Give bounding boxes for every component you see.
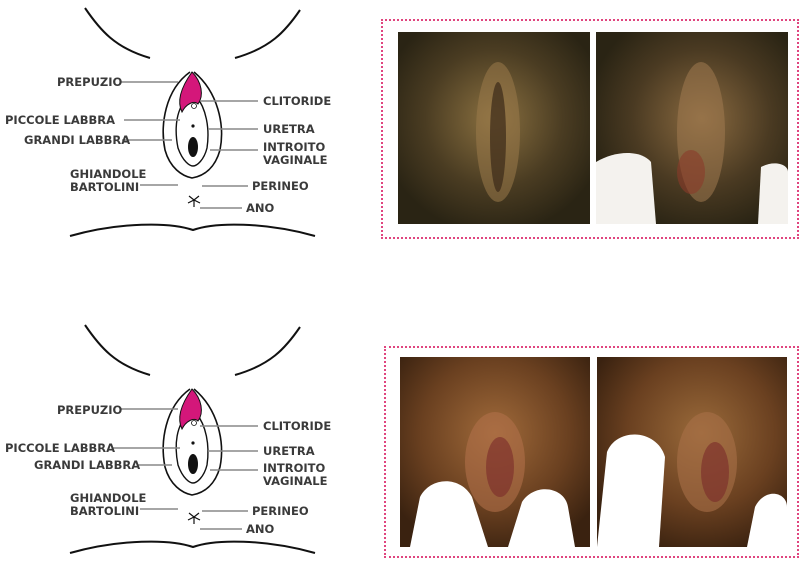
label-ghiandole-1: GHIANDOLE — [70, 167, 147, 181]
label-clitoride: CLITORIDE — [263, 419, 331, 433]
label-ghiandole-1: GHIANDOLE — [70, 491, 147, 505]
label-clitoride: CLITORIDE — [263, 94, 331, 108]
label-introito-2: VAGINALE — [263, 474, 328, 488]
label-prepuzio: PREPUZIO — [57, 403, 123, 417]
vaginal-opening — [188, 454, 198, 474]
anus-mark — [188, 513, 200, 524]
body-outline-bottom — [70, 225, 315, 236]
body-outline-right — [235, 327, 300, 375]
body-outline-left — [85, 8, 150, 58]
clinical-photo-top-left — [398, 32, 590, 224]
label-perineo: PERINEO — [252, 179, 309, 193]
clinical-photo-bottom-right — [597, 357, 787, 547]
urethra-dot — [191, 124, 194, 127]
clinical-photo-bottom-left — [400, 357, 590, 547]
body-outline-left — [85, 325, 150, 375]
body-outline-right — [235, 10, 300, 58]
label-introito-1: INTROITO — [263, 461, 326, 475]
label-piccole-labbra: PICCOLE LABBRA — [5, 113, 115, 127]
label-introito-1: INTROITO — [263, 140, 326, 154]
label-ano: ANO — [246, 201, 275, 215]
anatomy-diagram-bottom: PREPUZIO CLITORIDE PICCOLE LABBRA URETRA… — [0, 317, 370, 567]
vaginal-opening — [188, 137, 198, 157]
label-prepuzio: PREPUZIO — [57, 75, 123, 89]
clinical-photo-top-right — [596, 32, 788, 224]
label-introito-2: VAGINALE — [263, 153, 328, 167]
label-perineo: PERINEO — [252, 504, 309, 518]
label-grandi-labbra: GRANDI LABBRA — [24, 133, 130, 147]
label-uretra: URETRA — [263, 444, 315, 458]
label-grandi-labbra: GRANDI LABBRA — [34, 458, 140, 472]
label-ghiandole-2: BARTOLINI — [70, 504, 139, 518]
anatomy-diagram-top: PREPUZIO CLITORIDE PICCOLE LABBRA URETRA… — [0, 0, 370, 250]
anus-mark — [188, 196, 200, 207]
clitoris-dot — [192, 104, 197, 109]
label-uretra: URETRA — [263, 122, 315, 136]
label-ano: ANO — [246, 522, 275, 536]
label-ghiandole-2: BARTOLINI — [70, 180, 139, 194]
label-piccole-labbra: PICCOLE LABBRA — [5, 441, 115, 455]
clitoris-dot — [192, 421, 197, 426]
body-outline-bottom — [70, 542, 315, 553]
urethra-dot — [191, 441, 194, 444]
